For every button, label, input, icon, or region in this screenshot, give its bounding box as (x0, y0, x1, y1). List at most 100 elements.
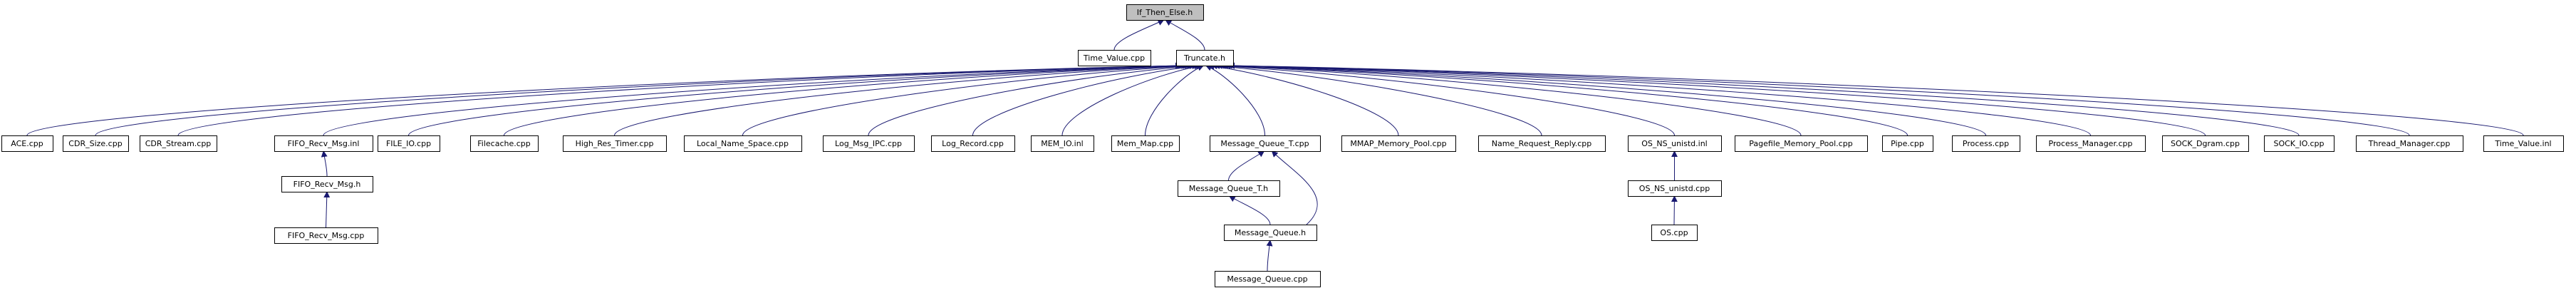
node-box (140, 135, 217, 152)
node-label: Process_Manager.cpp (2049, 139, 2133, 148)
node-label: SOCK_IO.cpp (2273, 139, 2324, 148)
node-label: OS_NS_unistd.cpp (1639, 184, 1710, 193)
edges (26, 19, 2524, 272)
node-truncate-h[interactable]: Truncate.h (1176, 50, 1234, 66)
node-osns-inl[interactable]: OS_NS_unistd.inl (1628, 135, 1722, 152)
node-box (2483, 135, 2564, 152)
edge-cdr_size-to-truncate_h (95, 62, 1183, 136)
node-mqt-cpp[interactable]: Message_Queue_T.cpp (1210, 135, 1321, 152)
node-label: OS_NS_unistd.inl (1641, 139, 1707, 148)
node-label: Local_Name_Space.cpp (697, 139, 789, 148)
node-box (1111, 135, 1180, 152)
node-process[interactable]: Process.cpp (1952, 135, 2020, 152)
node-pipe[interactable]: Pipe.cpp (1882, 135, 1933, 152)
node-label: Message_Queue.h (1235, 228, 1306, 237)
node-lns[interactable]: Local_Name_Space.cpp (684, 135, 802, 152)
node-cdr-size[interactable]: CDR_Size.cpp (63, 135, 129, 152)
node-box (1178, 180, 1280, 197)
node-label: FILE_IO.cpp (386, 139, 431, 148)
node-nrr[interactable]: Name_Request_Reply.cpp (1478, 135, 1606, 152)
node-box (63, 135, 129, 152)
edge-sockdgram-to-truncate_h (1224, 62, 2206, 136)
node-box (1628, 135, 1722, 152)
node-fifo-cpp[interactable]: FIFO_Recv_Msg.cpp (274, 227, 378, 244)
node-box (1176, 50, 1234, 66)
node-sockdgram[interactable]: SOCK_Dgram.cpp (2162, 135, 2249, 152)
edge-file_io-to-truncate_h (408, 62, 1190, 136)
edge-nrr-to-truncate_h (1210, 63, 1542, 136)
edge-filecache-to-truncate_h (504, 62, 1192, 136)
edge-fifo_inl-to-truncate_h (323, 62, 1188, 136)
node-label: OS.cpp (1660, 228, 1688, 237)
node-memmap[interactable]: Mem_Map.cpp (1111, 135, 1180, 152)
node-hrtimer[interactable]: High_Res_Timer.cpp (563, 135, 667, 152)
node-box (1478, 135, 1606, 152)
edge-osns_inl-to-truncate_h (1213, 62, 1675, 136)
node-box (1078, 50, 1151, 66)
edge-logmsg-to-truncate_h (868, 63, 1199, 136)
node-label: FIFO_Recv_Msg.h (294, 180, 361, 189)
node-procmgr[interactable]: Process_Manager.cpp (2036, 135, 2146, 152)
node-osns-cpp[interactable]: OS_NS_unistd.cpp (1628, 180, 1722, 197)
node-box (1224, 225, 1317, 241)
node-label: Message_Queue_T.cpp (1220, 139, 1309, 148)
node-tvinl[interactable]: Time_Value.inl (2483, 135, 2564, 152)
node-box (1, 135, 53, 152)
node-pagefile[interactable]: Pagefile_Memory_Pool.cpp (1735, 135, 1868, 152)
node-box (274, 227, 378, 244)
node-label: CDR_Size.cpp (68, 139, 122, 148)
node-mqt-h[interactable]: Message_Queue_T.h (1178, 180, 1280, 197)
node-label: Mem_Map.cpp (1117, 139, 1173, 148)
edge-pipe-to-truncate_h (1217, 62, 1908, 136)
node-filecache[interactable]: Filecache.cpp (470, 135, 539, 152)
node-sockio[interactable]: SOCK_IO.cpp (2264, 135, 2334, 152)
node-logrec[interactable]: Log_Record.cpp (931, 135, 1015, 152)
node-box (563, 135, 667, 152)
node-cdr-stream[interactable]: CDR_Stream.cpp (140, 135, 217, 152)
node-time-value-cpp[interactable]: Time_Value.cpp (1078, 50, 1151, 66)
edge-tvinl-to-truncate_h (1228, 62, 2524, 136)
edge-mqt_cpp-to-truncate_h (1205, 64, 1265, 136)
node-file-io[interactable]: FILE_IO.cpp (378, 135, 440, 152)
node-label: Log_Record.cpp (942, 139, 1004, 148)
node-box (823, 135, 915, 152)
edge-mq_h-to-mqt_cpp (1271, 150, 1318, 225)
node-logmsg[interactable]: Log_Msg_IPC.cpp (823, 135, 915, 152)
edge-procmgr-to-truncate_h (1221, 62, 2091, 136)
node-label: Filecache.cpp (477, 139, 531, 148)
node-thrmgr[interactable]: Thread_Manager.cpp (2356, 135, 2463, 152)
node-box (470, 135, 539, 152)
edge-process-to-truncate_h (1220, 62, 1986, 136)
node-fifo-h[interactable]: FIFO_Recv_Msg.h (281, 176, 373, 192)
node-box (1031, 135, 1094, 152)
edge-time_value_cpp-to-root (1113, 19, 1165, 51)
edge-lns-to-truncate_h (742, 62, 1196, 136)
node-label: FIFO_Recv_Msg.cpp (288, 231, 365, 240)
node-box (1341, 135, 1456, 152)
node-box (1215, 271, 1321, 287)
edge-fifo_cpp-to-fifo_h (323, 191, 331, 228)
node-ace-cpp[interactable]: ACE.cpp (1, 135, 53, 152)
node-label: Message_Queue_T.h (1189, 184, 1268, 193)
node-os-cpp[interactable]: OS.cpp (1651, 225, 1698, 241)
node-root[interactable]: If_Then_Else.h (1126, 4, 1204, 21)
edge-mq_cpp-to-mq_h (1266, 240, 1273, 272)
edge-pagefile-to-truncate_h (1215, 62, 1802, 136)
node-label: Time_Value.inl (2494, 139, 2551, 148)
node-mmap[interactable]: MMAP_Memory_Pool.cpp (1341, 135, 1456, 152)
node-box (1126, 4, 1204, 21)
edge-memmap-to-truncate_h (1145, 64, 1205, 136)
node-mq-h[interactable]: Message_Queue.h (1224, 225, 1317, 241)
edge-cdr_stream-to-truncate_h (177, 62, 1185, 136)
node-label: Time_Value.cpp (1083, 53, 1145, 63)
node-label: MEM_IO.inl (1041, 139, 1083, 148)
node-box (1882, 135, 1933, 152)
node-label: Pipe.cpp (1891, 139, 1924, 148)
edge-thrmgr-to-truncate_h (1227, 62, 2410, 136)
node-mq-cpp[interactable]: Message_Queue.cpp (1215, 271, 1321, 287)
node-fifo-inl[interactable]: FIFO_Recv_Msg.inl (274, 135, 373, 152)
node-memio[interactable]: MEM_IO.inl (1031, 135, 1094, 152)
node-label: SOCK_Dgram.cpp (2171, 139, 2240, 148)
edge-mq_h-to-mqt_h (1228, 195, 1271, 225)
